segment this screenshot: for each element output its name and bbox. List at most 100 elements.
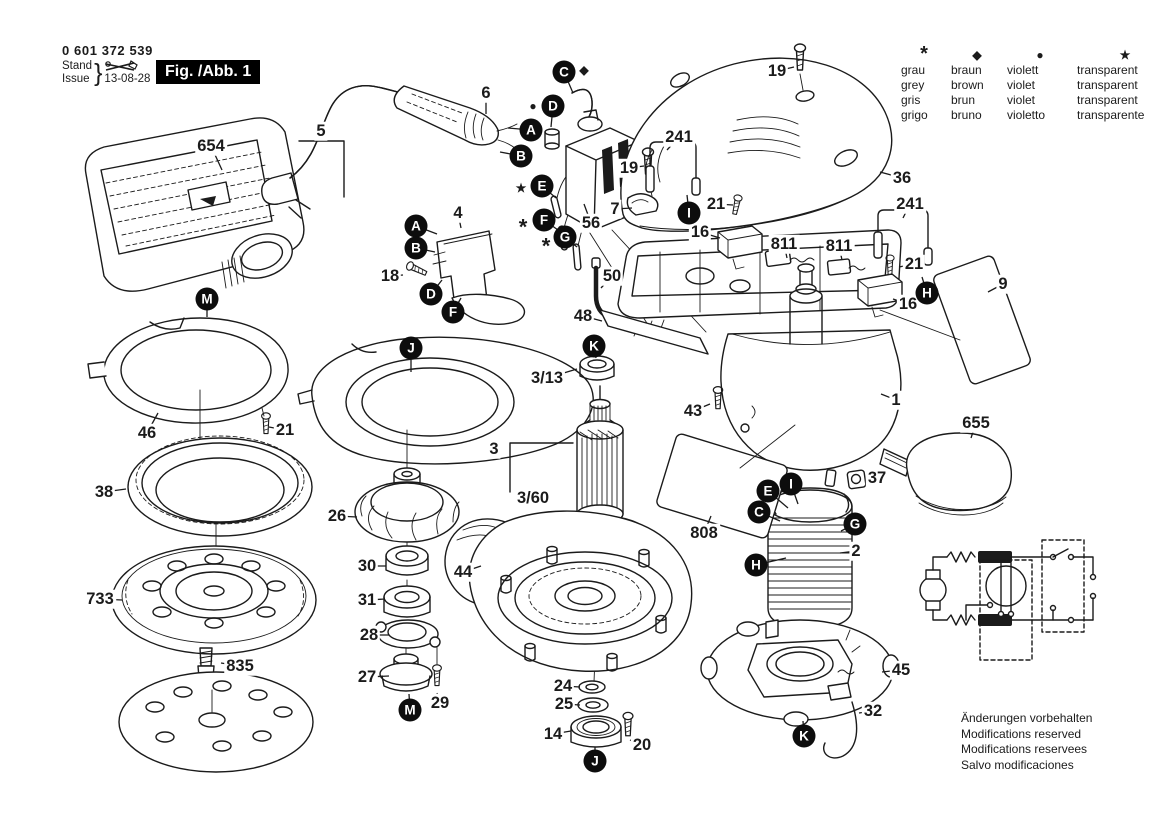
part-label-38: 38 — [92, 482, 116, 502]
part-label-29: 29 — [428, 693, 452, 713]
legend-term: brun — [951, 93, 976, 107]
color-mark-diamond-braun: ◆ — [579, 63, 589, 77]
legend-symbol-diamond: ◆ — [972, 48, 982, 62]
footer-note: Änderungen vorbehalten — [961, 711, 1093, 725]
part-label-241: 241 — [663, 127, 695, 147]
callout-E: E — [756, 479, 780, 503]
callout-J: J — [399, 336, 423, 360]
callout-I: I — [779, 472, 803, 496]
legend-term: violet — [1007, 93, 1036, 107]
callout-M: M — [195, 287, 219, 311]
part-label-811: 811 — [823, 236, 855, 256]
part-label-18: 18 — [378, 266, 402, 286]
part-label-43: 43 — [681, 401, 705, 421]
part-label-20: 20 — [630, 735, 654, 755]
part-label-21: 21 — [902, 254, 926, 274]
part-label-9: 9 — [996, 274, 1010, 294]
switch-16-left-drawing — [717, 225, 763, 270]
part-label-241: 241 — [894, 194, 926, 214]
part-label-56: 56 — [579, 213, 603, 233]
color-mark-star-transparent: ★ — [515, 181, 527, 195]
color-mark-asterisk-grau-g: * — [541, 233, 551, 259]
ring-38-drawing — [127, 435, 313, 561]
part-label-44: 44 — [451, 562, 475, 582]
part-label-3: 3 — [487, 439, 501, 459]
legend-symbol-star: ★ — [1119, 48, 1131, 62]
issue-label: Issue — [62, 72, 90, 85]
callout-K: K — [792, 724, 816, 748]
legend-term: violetto — [1007, 108, 1046, 122]
callout-A: A — [404, 214, 428, 238]
part-label-2: 2 — [849, 541, 863, 561]
footer-note: Modifications reservees — [961, 742, 1088, 756]
part-label-26: 26 — [325, 506, 349, 526]
callout-I: I — [677, 201, 701, 225]
part-label-21: 21 — [273, 420, 297, 440]
date-stamp-icon — [105, 60, 139, 71]
part-label-48: 48 — [571, 306, 595, 326]
switch-drawing — [432, 230, 526, 325]
part-label-25: 25 — [552, 694, 576, 714]
eccentric-27-drawing — [379, 653, 433, 692]
legend-term: violett — [1007, 63, 1039, 77]
part-label-30: 30 — [355, 556, 379, 576]
part-label-14: 14 — [541, 724, 565, 744]
cord-sleeve-drawing — [393, 85, 518, 150]
part-label-46: 46 — [135, 423, 159, 443]
legend-symbol-asterisk: * — [920, 43, 928, 65]
part-label-808: 808 — [688, 523, 720, 543]
sanding-plate-733-drawing — [111, 545, 317, 655]
part-label-1: 1 — [889, 390, 903, 410]
callout-J: J — [583, 749, 607, 773]
part-label-835: 835 — [224, 656, 256, 676]
callout-M: M — [398, 698, 422, 722]
power-plug-drawing — [261, 140, 345, 219]
legend-term: grey — [901, 78, 925, 92]
brace-glyph: } — [94, 58, 103, 87]
legend-term: grigo — [901, 108, 928, 122]
part-label-7: 7 — [608, 199, 622, 219]
legend-term: brown — [951, 78, 984, 92]
part-label-5: 5 — [314, 121, 328, 141]
stand-issue-block: Stand Issue } 13-08-28 — [62, 60, 150, 85]
callout-A: A — [519, 118, 543, 142]
color-mark-asterisk-grau-f: * — [518, 214, 528, 240]
adapter-655-drawing — [879, 432, 1013, 516]
bearing-30-drawing — [385, 545, 429, 589]
part-label-21: 21 — [704, 194, 728, 214]
baffle-plate-drawing — [297, 336, 594, 471]
callout-H: H — [915, 281, 939, 305]
callout-B: B — [509, 144, 533, 168]
legend-symbol-dot: ● — [1036, 48, 1044, 62]
washer-25-drawing — [577, 697, 609, 713]
legend-term: braun — [951, 63, 982, 77]
callout-E: E — [530, 174, 554, 198]
wire-32-drawing — [823, 701, 858, 759]
legend-term: transparent — [1077, 78, 1138, 92]
part-label-37: 37 — [865, 468, 889, 488]
stand-label: Stand — [62, 60, 93, 72]
callout-G: G — [553, 225, 577, 249]
power-cord-drawing — [289, 85, 409, 179]
callout-C: C — [747, 500, 771, 524]
callout-K: K — [582, 334, 606, 358]
bottom-housing-drawing — [444, 510, 693, 672]
part-label-16: 16 — [688, 222, 712, 242]
cable-guide-241-left-drawing — [645, 141, 701, 196]
part-label-4: 4 — [451, 203, 465, 223]
fan-drawing — [354, 467, 460, 553]
bearing-14-drawing — [570, 715, 622, 748]
part-label-655: 655 — [960, 413, 992, 433]
part-label-45: 45 — [889, 660, 913, 680]
sheet-9-drawing — [879, 255, 1031, 385]
legend-term: bruno — [951, 108, 982, 122]
backing-pad-drawing — [118, 671, 314, 773]
part-label-16: 16 — [896, 294, 920, 314]
